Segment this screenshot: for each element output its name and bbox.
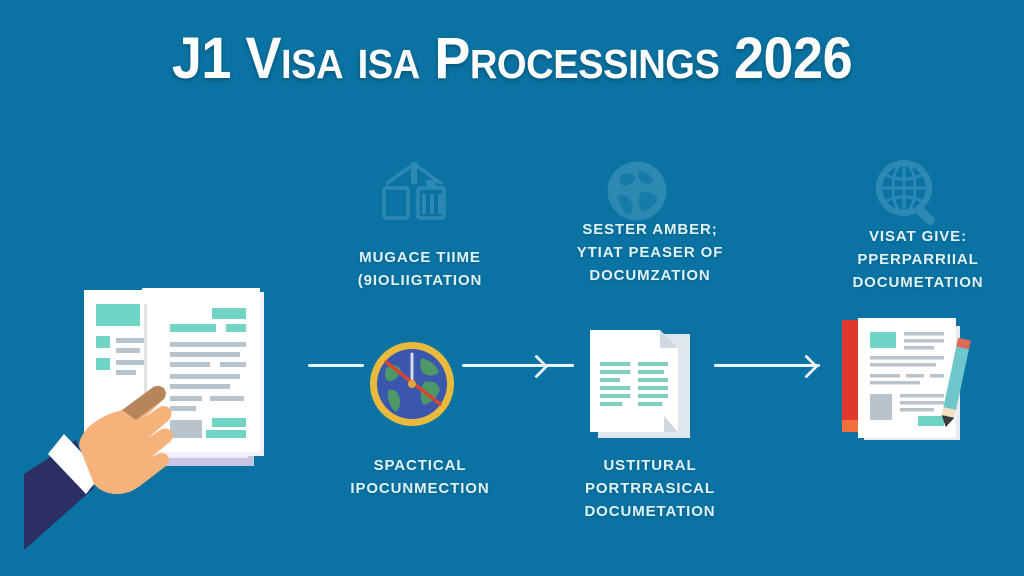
arrow-head-icon	[794, 354, 819, 379]
step-3-top-caption: VISAT GIVE: PPERPARRIIAL DOCUMETATION	[852, 228, 984, 291]
flow-arrow-2	[714, 353, 820, 379]
step-1-bottom-caption: SPACTICAL IPOCUNMECTION	[350, 457, 490, 497]
globe-icon	[600, 158, 674, 229]
step-2-bottom-caption: USTITURAL PORTRRASICAL DOCUMETATION	[584, 457, 716, 520]
connector-shaft	[308, 364, 364, 367]
clock-globe-icon	[366, 338, 458, 430]
flow-arrow-1	[462, 353, 574, 379]
connector-shaft	[462, 364, 574, 367]
step-2-top-caption: SESTER AMBER; YTIAT PEASER OF DOCUMZATIO…	[576, 221, 724, 284]
connector-shaft	[714, 364, 820, 367]
notebook-pencil-icon	[830, 308, 988, 460]
magnifier-globe-icon	[872, 158, 952, 233]
document-content-left	[96, 304, 147, 394]
connector-line-0	[308, 353, 364, 377]
upload-documents-icon	[372, 158, 456, 229]
step-1-top-caption: MUGACE TIIME (9IOLIIGTATION	[357, 249, 483, 289]
hand-reviewing-documents-illustration	[24, 278, 304, 570]
document-content-right	[170, 308, 246, 438]
page-title: J1 Visa isa Processings 2026	[171, 26, 853, 91]
arrow-head-icon	[524, 354, 549, 379]
document-icon	[586, 328, 698, 444]
